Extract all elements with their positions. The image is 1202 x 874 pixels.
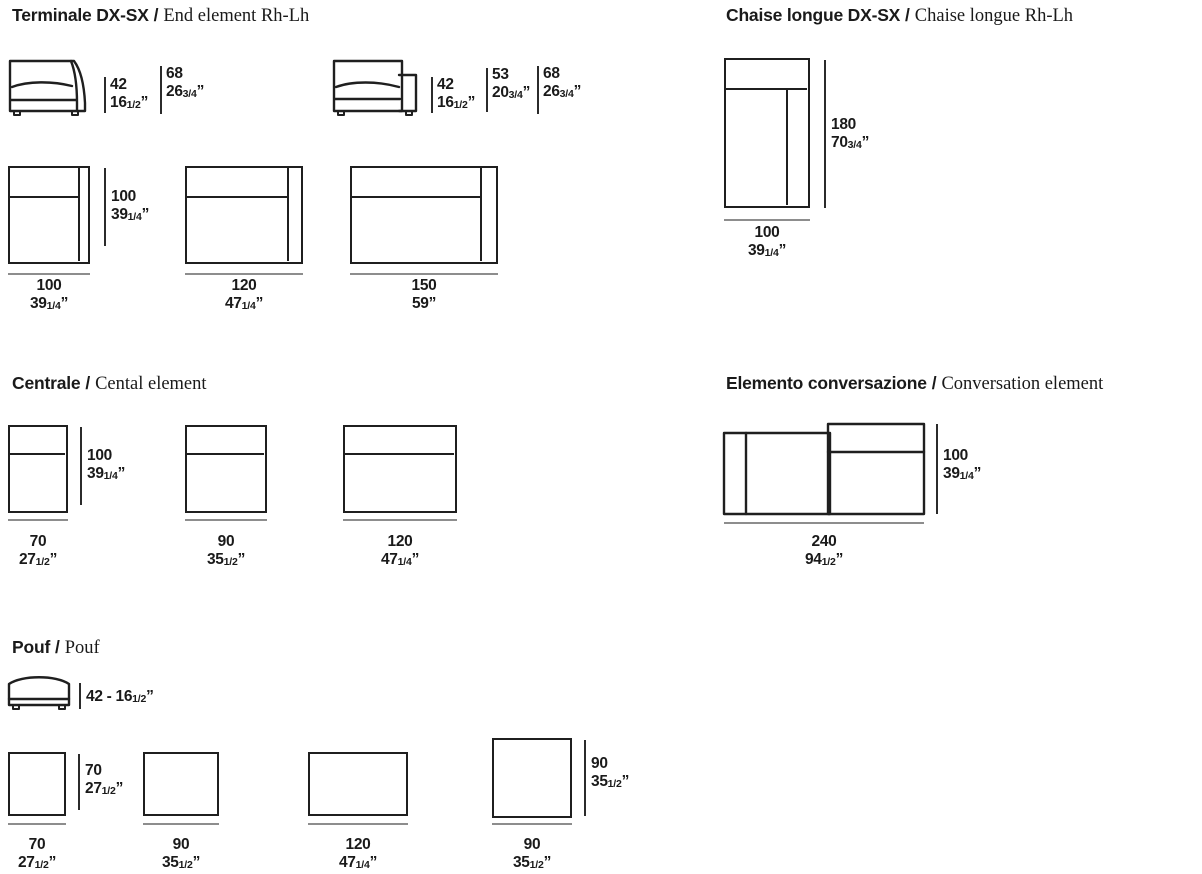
centrale-plan-120 [343, 425, 457, 513]
pouf-plan-70-label: 70 271/2” [17, 836, 57, 871]
section-title-separator: / [153, 5, 159, 25]
pouf-plan-90-dim-line [143, 823, 219, 825]
section-title-chaise: Chaise longue DX-SX / Chaise longue Rh-L… [726, 5, 1073, 26]
section-title-separator: / [905, 5, 910, 25]
backrest-line [187, 453, 265, 456]
terminale-plan-150-label: 150 59” [411, 277, 437, 312]
centrale-plan-70-dim-line [8, 519, 68, 521]
section-title-terminale-en: End element Rh-Lh [163, 6, 310, 26]
armrest-line [480, 168, 483, 262]
section-title-centrale: Centrale / Cental element [12, 373, 207, 394]
section-title-terminale: Terminale DX-SX / End element Rh-Lh [12, 5, 309, 26]
section-title-conversazione: Elemento conversazione / Conversation el… [726, 373, 1103, 394]
terminale-plan-depth-tick [104, 168, 106, 246]
pouf-plan-90 [143, 752, 219, 816]
backrest-line [10, 453, 66, 456]
centrale-plan-90-dim-line [185, 519, 267, 521]
backrest-line [345, 453, 455, 456]
armrest-line [786, 88, 789, 206]
terminale-plan-100 [8, 166, 90, 264]
chaise-plan [724, 58, 810, 208]
pouf-plan-90x90-dim-line [492, 823, 572, 825]
centrale-plan-70-label: 70 271/2” [18, 533, 58, 568]
pouf-side-height-label: 42 - 161/2” [86, 688, 154, 705]
terminale-plan-150-dim-line [350, 273, 498, 275]
terminale2-arm-height-tick [486, 68, 488, 112]
centrale-plan-120-label: 120 471/4” [380, 533, 420, 568]
pouf-plan-90-label: 90 351/2” [161, 836, 201, 871]
section-title-conversazione-it: Elemento conversazione [726, 373, 927, 393]
pouf-plan-70 [8, 752, 66, 816]
section-title-centrale-en: Cental element [95, 374, 207, 394]
terminale-plan-120-label: 120 471/4” [224, 277, 264, 312]
pouf-depth-90-tick [584, 740, 586, 816]
terminale-plan-100-dim-line [8, 273, 90, 275]
pouf-plan-120 [308, 752, 408, 816]
terminale2-arm-height-label: 53 203/4” [492, 66, 531, 101]
pouf-plan-70-dim-line [8, 823, 66, 825]
pouf-depth-70-tick [78, 754, 80, 810]
backrest-line [352, 196, 480, 199]
chaise-depth-label: 180 703/4” [831, 116, 870, 151]
conversazione-depth-tick [936, 424, 938, 514]
pouf-plan-120-dim-line [308, 823, 408, 825]
terminale2-seat-height-label: 42 161/2” [437, 76, 476, 111]
section-title-separator: / [931, 373, 937, 393]
section-title-pouf-it: Pouf [12, 637, 51, 657]
terminale-seat-height-tick [104, 77, 106, 113]
section-title-pouf-en: Pouf [64, 638, 100, 658]
section-title-pouf: Pouf / Pouf [12, 637, 100, 658]
pouf-depth-90-label: 90 351/2” [591, 755, 630, 790]
centrale-depth-label: 100 391/4” [87, 447, 126, 482]
centrale-plan-70 [8, 425, 68, 513]
chaise-depth-tick [824, 60, 826, 208]
terminale-side-view-curved-arm [8, 55, 94, 117]
terminale-plan-100-label: 100 391/4” [29, 277, 69, 312]
conversazione-plan [722, 422, 928, 518]
conversazione-width-label: 240 941/2” [804, 533, 844, 568]
section-title-centrale-it: Centrale [12, 373, 81, 393]
terminale-back-height-label: 68 263/4” [166, 65, 205, 100]
terminale2-back-height-tick [537, 66, 539, 114]
terminale-plan-150 [350, 166, 498, 264]
terminale-seat-height-label: 42 161/2” [110, 76, 149, 111]
conversazione-depth-label: 100 391/4” [943, 447, 982, 482]
section-title-terminale-it: Terminale DX-SX [12, 5, 149, 25]
pouf-plan-90x90-label: 90 351/2” [512, 836, 552, 871]
armrest-line [78, 168, 81, 262]
centrale-plan-90 [185, 425, 267, 513]
pouf-depth-70-label: 70 271/2” [85, 762, 124, 797]
backrest-line [187, 196, 287, 199]
centrale-depth-tick [80, 427, 82, 505]
chaise-width-dim-line [724, 219, 810, 221]
backrest-line [726, 88, 808, 91]
terminale2-seat-height-tick [431, 77, 433, 113]
section-title-separator: / [85, 373, 91, 393]
terminale2-back-height-label: 68 263/4” [543, 65, 582, 100]
centrale-plan-90-label: 90 351/2” [206, 533, 246, 568]
section-title-chaise-it: Chaise longue DX-SX [726, 5, 901, 25]
pouf-plan-90x90 [492, 738, 572, 818]
centrale-plan-120-dim-line [343, 519, 457, 521]
armrest-line [287, 168, 290, 262]
terminale-plan-120-dim-line [185, 273, 303, 275]
terminale-plan-120 [185, 166, 303, 264]
backrest-line [10, 196, 78, 199]
pouf-side-view [6, 672, 76, 714]
pouf-side-height-tick [79, 683, 81, 709]
terminale-plan-depth-label: 100 391/4” [111, 188, 150, 223]
conversazione-width-dim-line [724, 522, 924, 524]
terminale-back-height-tick [160, 66, 162, 114]
chaise-width-label: 100 391/4” [747, 224, 787, 259]
section-title-chaise-en: Chaise longue Rh-Lh [914, 6, 1074, 26]
pouf-plan-120-label: 120 471/4” [338, 836, 378, 871]
section-title-separator: / [54, 637, 60, 657]
terminale-side-view-block-arm [332, 55, 424, 117]
section-title-conversazione-en: Conversation element [941, 374, 1104, 394]
